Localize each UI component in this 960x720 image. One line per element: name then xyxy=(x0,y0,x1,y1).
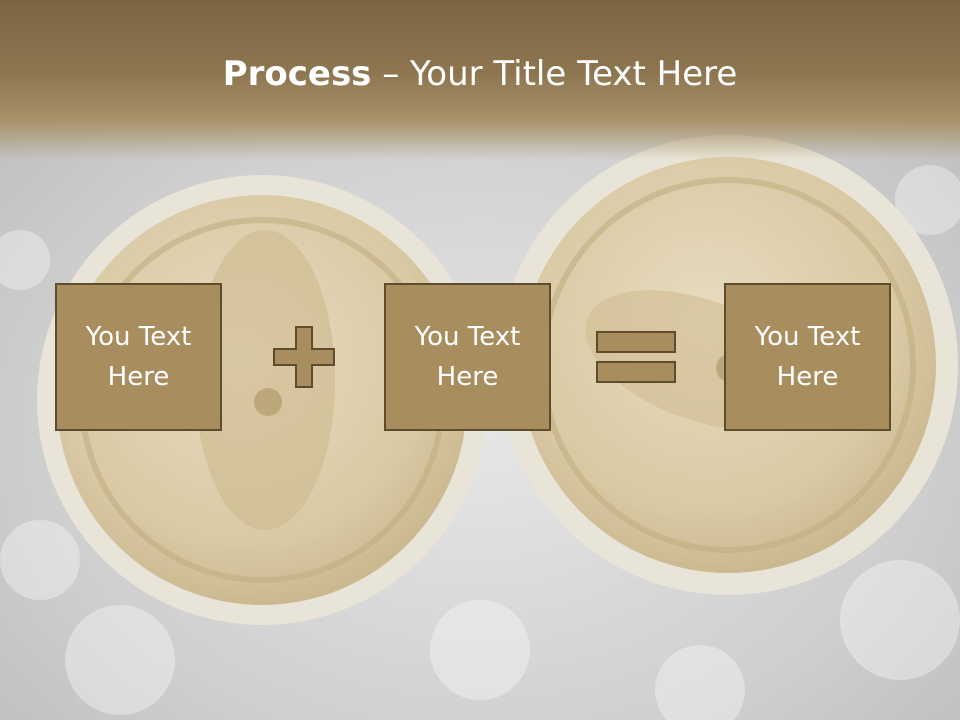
text-box-2[interactable]: You Text Here xyxy=(384,283,551,431)
equals-icon xyxy=(596,331,676,383)
text-box-1[interactable]: You Text Here xyxy=(55,283,222,431)
text-box-3[interactable]: You Text Here xyxy=(724,283,891,431)
title-bold-word: Process xyxy=(222,54,372,94)
slide-title: Process – Your Title Text Here xyxy=(0,52,960,96)
title-banner xyxy=(0,0,960,160)
plus-icon xyxy=(273,326,335,388)
title-subtext: – Your Title Text Here xyxy=(371,54,738,94)
